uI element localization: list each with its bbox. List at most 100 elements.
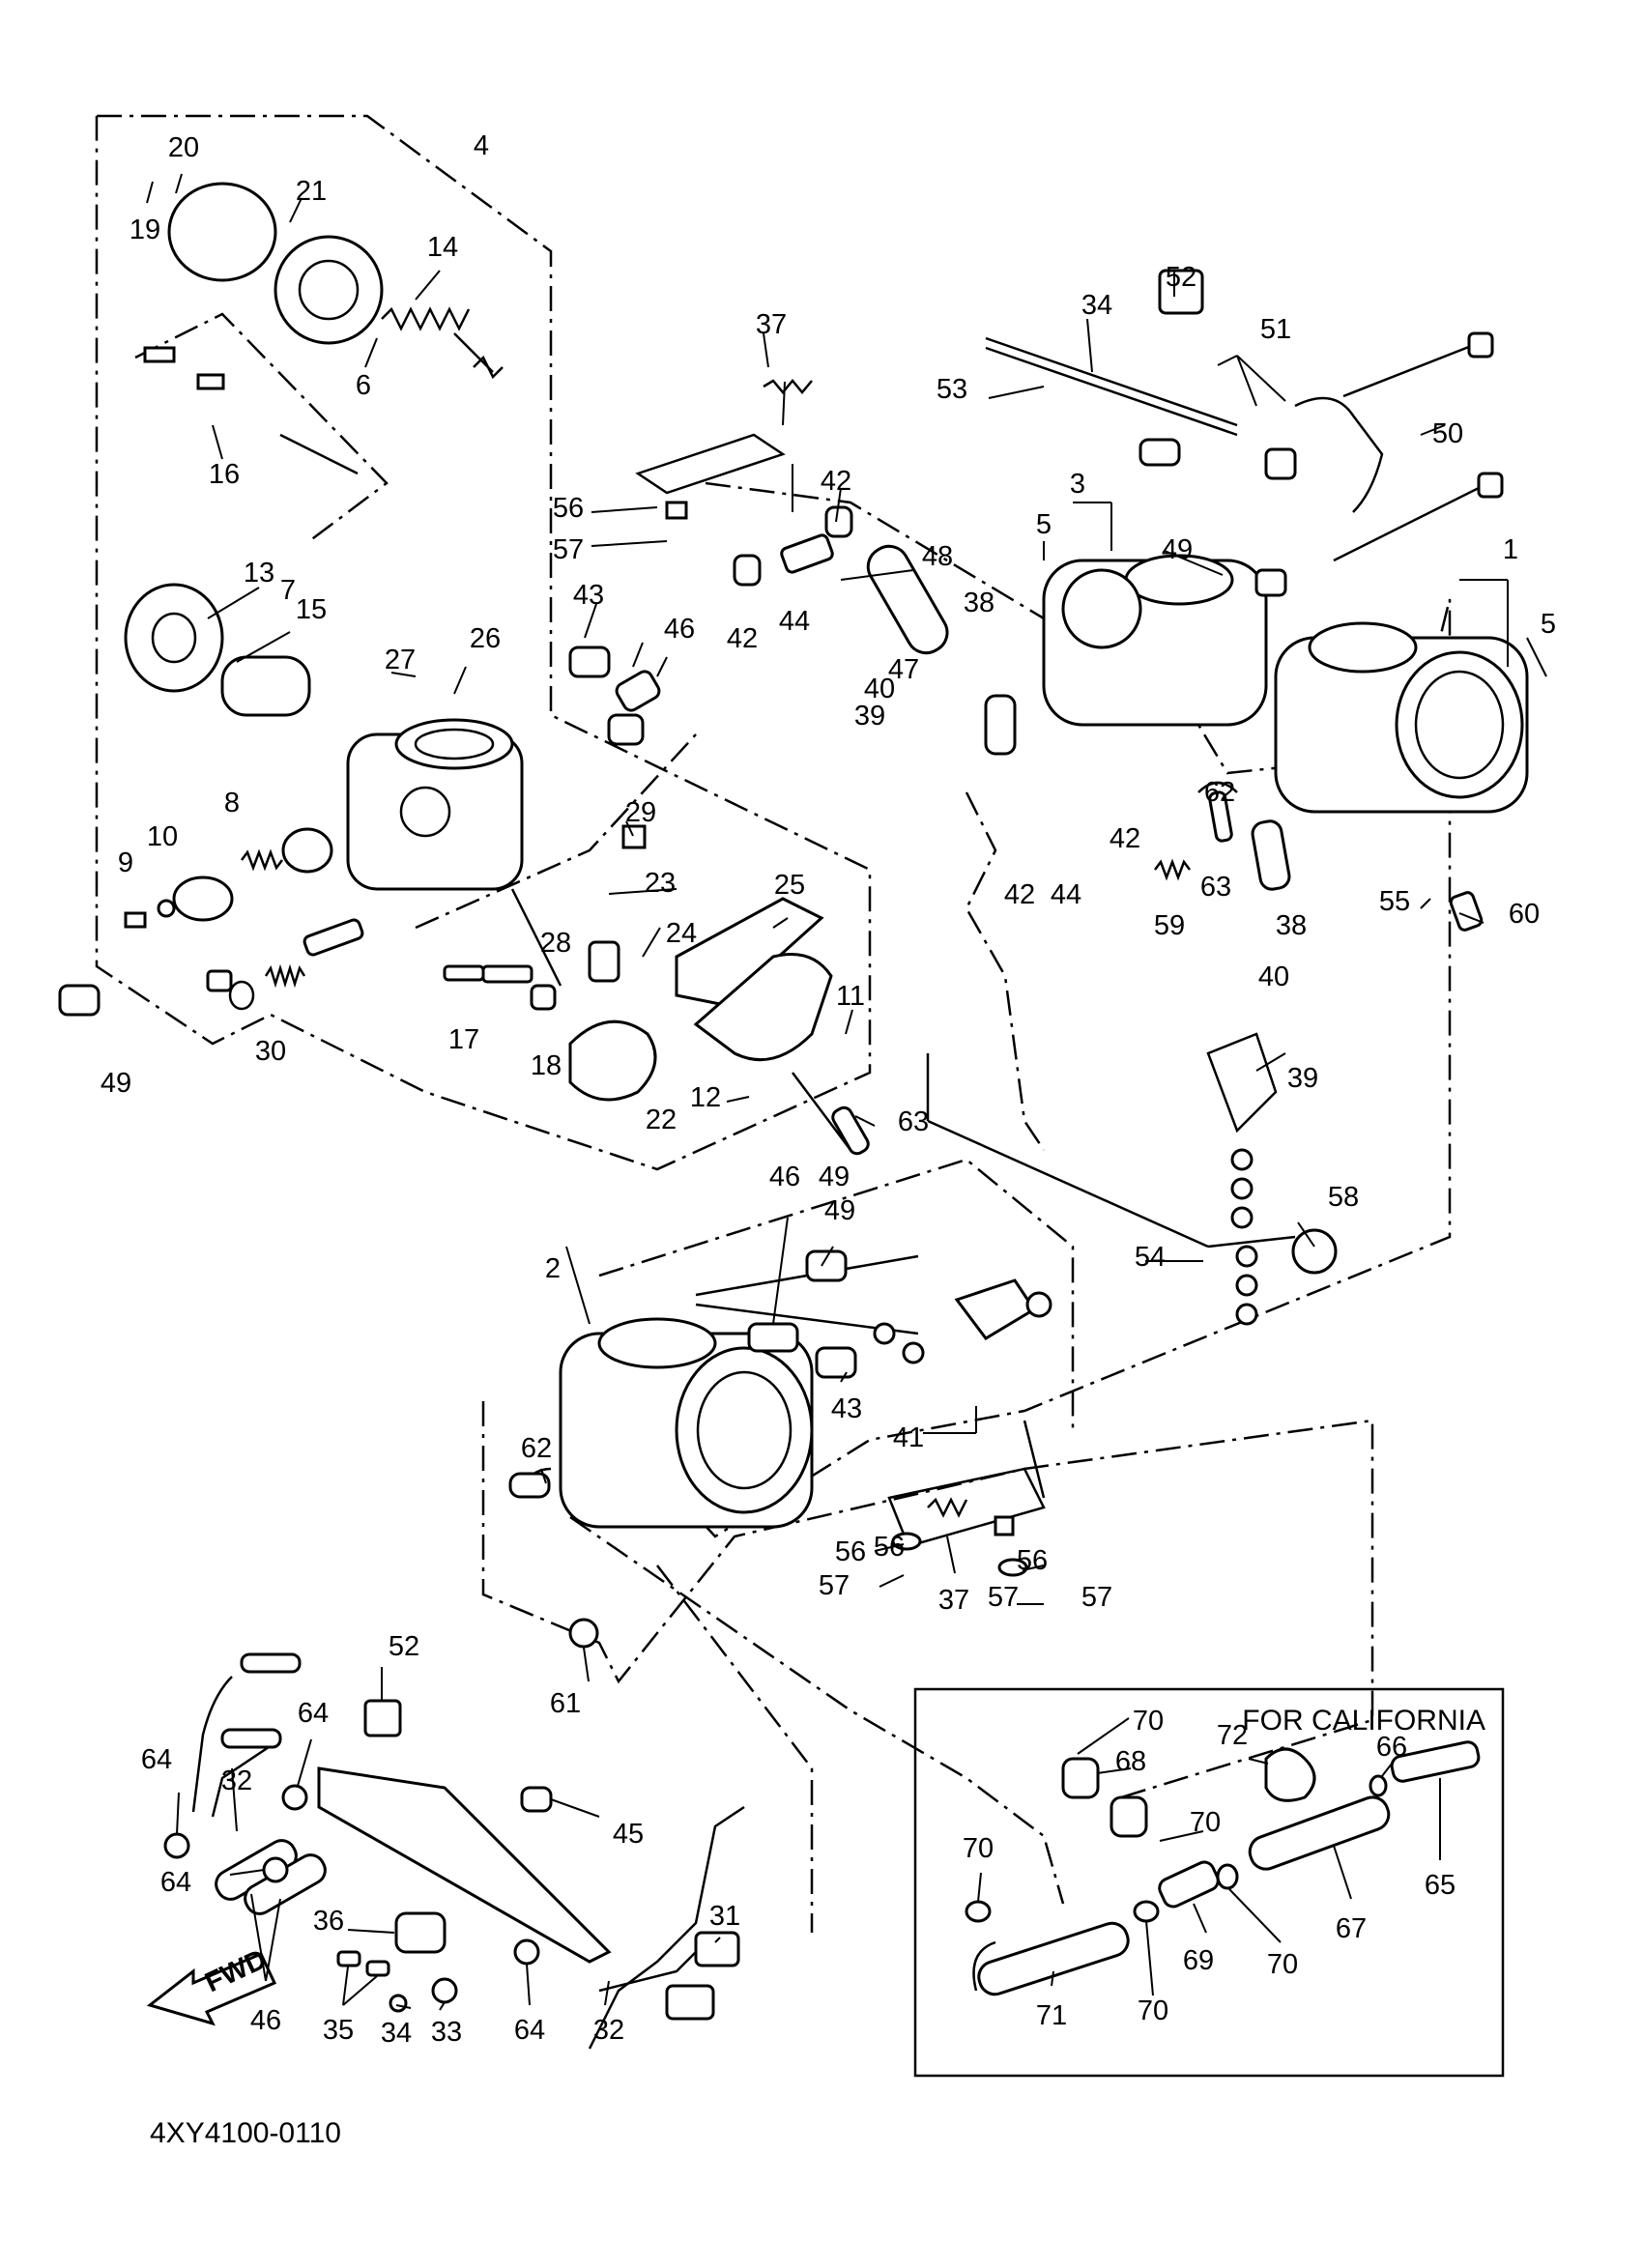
callout-37: 37 bbox=[756, 309, 787, 340]
callout-71: 71 bbox=[1036, 2000, 1067, 2031]
clamp-72 bbox=[1264, 1747, 1316, 1802]
callout-7: 7 bbox=[280, 575, 296, 606]
callout-49: 49 bbox=[1162, 534, 1193, 565]
callout-11: 11 bbox=[836, 981, 865, 1012]
callout-65: 65 bbox=[1425, 1870, 1456, 1901]
callout-56: 56 bbox=[874, 1532, 905, 1563]
carb-1-boundary bbox=[598, 481, 1452, 1538]
callout-32: 32 bbox=[221, 1766, 252, 1796]
callout-64: 64 bbox=[160, 1867, 191, 1898]
callout-5: 5 bbox=[1541, 609, 1556, 640]
float bbox=[568, 1019, 657, 1102]
callout-62: 62 bbox=[521, 1433, 552, 1464]
callout-37: 37 bbox=[938, 1585, 969, 1616]
callout-34: 34 bbox=[381, 2018, 412, 2049]
callout-64: 64 bbox=[298, 1698, 329, 1729]
callout-53: 53 bbox=[937, 374, 967, 405]
front-hose-path bbox=[656, 1565, 814, 1933]
callout-63: 63 bbox=[898, 1106, 929, 1137]
callout-33: 33 bbox=[431, 2017, 462, 2048]
hose-71 bbox=[977, 1921, 1130, 1996]
callout-3: 3 bbox=[1070, 469, 1085, 500]
callout-40: 40 bbox=[1258, 962, 1289, 992]
vacuum-piston bbox=[220, 655, 311, 717]
callout-16: 16 bbox=[209, 459, 240, 490]
callout-44: 44 bbox=[1051, 879, 1081, 910]
callout-21: 21 bbox=[296, 176, 327, 207]
callout-9: 9 bbox=[118, 847, 133, 878]
callout-39: 39 bbox=[1287, 1063, 1318, 1094]
callout-49: 49 bbox=[824, 1195, 855, 1226]
callout-42: 42 bbox=[821, 466, 851, 497]
callout-15: 15 bbox=[296, 594, 327, 625]
carb-2-boundary bbox=[481, 1401, 1374, 1799]
callout-47: 47 bbox=[888, 654, 919, 685]
callout-70: 70 bbox=[1267, 1949, 1298, 1980]
california-inset: FOR CALIFORNIA bbox=[913, 1687, 1505, 2078]
callout-61: 61 bbox=[550, 1688, 581, 1719]
callout-8: 8 bbox=[224, 788, 240, 818]
callout-28: 28 bbox=[540, 928, 571, 959]
callout-30: 30 bbox=[255, 1036, 286, 1067]
callout-14: 14 bbox=[427, 232, 458, 263]
callout-2: 2 bbox=[545, 1253, 561, 1284]
subassembly-16-boundary bbox=[134, 312, 389, 542]
callout-10: 10 bbox=[147, 821, 178, 852]
callout-51: 51 bbox=[1260, 314, 1291, 345]
callout-48: 48 bbox=[922, 541, 953, 572]
piston-spring bbox=[381, 306, 471, 331]
callout-31: 31 bbox=[709, 1901, 740, 1932]
throttle-stop-knob bbox=[1291, 1228, 1338, 1275]
callout-38: 38 bbox=[964, 588, 994, 618]
callout-labels: 1234556789101112131415161718192021222324… bbox=[101, 130, 1556, 2049]
callout-52: 52 bbox=[389, 1631, 419, 1662]
diaphragm bbox=[124, 583, 224, 693]
callout-49: 49 bbox=[101, 1068, 131, 1099]
callout-56: 56 bbox=[553, 493, 584, 524]
diagram-code: 4XY4100-0110 bbox=[150, 2117, 341, 2149]
callout-70: 70 bbox=[1133, 1706, 1164, 1737]
callout-62: 62 bbox=[1204, 777, 1235, 808]
callout-66: 66 bbox=[1376, 1732, 1407, 1763]
callout-18: 18 bbox=[531, 1050, 562, 1081]
callout-5: 5 bbox=[1036, 509, 1052, 540]
callout-44: 44 bbox=[779, 606, 810, 637]
rear-hose-path bbox=[569, 1515, 1065, 1905]
callout-49: 49 bbox=[819, 1162, 850, 1192]
callout-46: 46 bbox=[664, 614, 695, 645]
callout-26: 26 bbox=[470, 623, 501, 654]
callout-64: 64 bbox=[141, 1744, 172, 1775]
callout-20: 20 bbox=[168, 132, 199, 163]
callout-39: 39 bbox=[854, 701, 885, 732]
california-inset-title: FOR CALIFORNIA bbox=[1242, 1705, 1485, 1737]
callout-56: 56 bbox=[1017, 1545, 1048, 1576]
carb-4-boundary bbox=[95, 114, 872, 1171]
callout-41: 41 bbox=[893, 1422, 924, 1453]
carb-top-cover bbox=[167, 182, 277, 282]
callout-4: 4 bbox=[474, 130, 489, 161]
callout-29: 29 bbox=[625, 797, 656, 828]
callout-43: 43 bbox=[831, 1393, 862, 1424]
callout-50: 50 bbox=[1432, 418, 1463, 449]
choke-switch bbox=[394, 1911, 447, 1954]
callout-1: 1 bbox=[1503, 534, 1518, 565]
callout-70: 70 bbox=[1138, 1995, 1168, 2026]
callout-56: 56 bbox=[835, 1536, 866, 1567]
callout-70: 70 bbox=[1190, 1807, 1221, 1838]
callout-34: 34 bbox=[1081, 290, 1112, 321]
callout-67: 67 bbox=[1336, 1913, 1367, 1944]
callout-42: 42 bbox=[1110, 823, 1140, 854]
callout-57: 57 bbox=[819, 1570, 850, 1601]
callout-72: 72 bbox=[1217, 1720, 1248, 1751]
callout-55: 55 bbox=[1379, 886, 1410, 917]
callout-46: 46 bbox=[250, 2005, 281, 2036]
callout-60: 60 bbox=[1509, 899, 1540, 930]
callout-25: 25 bbox=[774, 870, 805, 901]
callout-52: 52 bbox=[1166, 262, 1196, 293]
callout-63: 63 bbox=[1200, 872, 1231, 903]
callout-57: 57 bbox=[1081, 1582, 1112, 1613]
callout-22: 22 bbox=[646, 1105, 677, 1135]
callout-59: 59 bbox=[1154, 910, 1185, 941]
subassembly-23-boundary bbox=[415, 733, 697, 930]
